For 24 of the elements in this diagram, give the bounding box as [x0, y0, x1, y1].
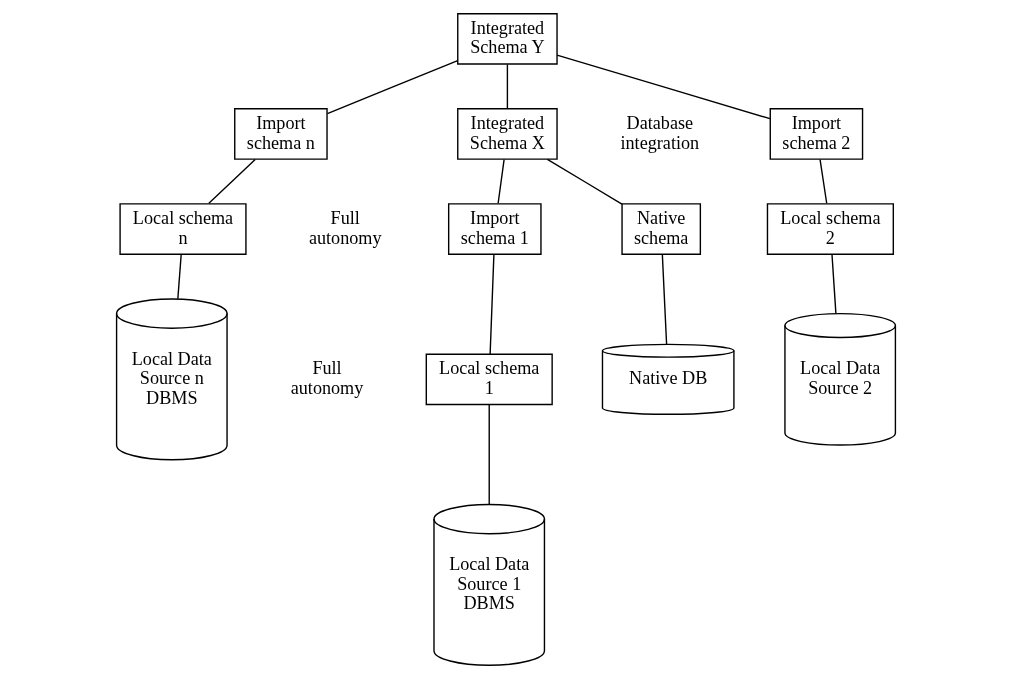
node-box: Local schema 2: [766, 203, 894, 255]
connector: [496, 158, 505, 204]
connector: [555, 54, 771, 120]
label: Database integration: [619, 112, 699, 153]
node-box: Local schema 1: [425, 353, 553, 406]
connector: [326, 59, 458, 115]
connector: [488, 254, 495, 355]
connector: [661, 254, 667, 345]
node-box: Native schema: [620, 203, 701, 255]
node-box: Integrated Schema X: [456, 108, 558, 160]
connector: [207, 158, 256, 204]
connector: [818, 158, 827, 204]
connector: [506, 63, 508, 109]
node-box: Import schema n: [233, 108, 328, 160]
node-box: Import schema 1: [447, 203, 542, 255]
connector: [830, 254, 837, 315]
connector: [546, 158, 623, 205]
node-box: Import schema 2: [769, 108, 863, 160]
node-box: Local schema n: [118, 203, 247, 255]
label: Full autonomy: [308, 208, 382, 248]
node-box: Integrated Schema Y: [456, 13, 558, 65]
connector: [176, 254, 182, 300]
connector: [488, 404, 490, 506]
label: Full autonomy: [290, 358, 363, 398]
